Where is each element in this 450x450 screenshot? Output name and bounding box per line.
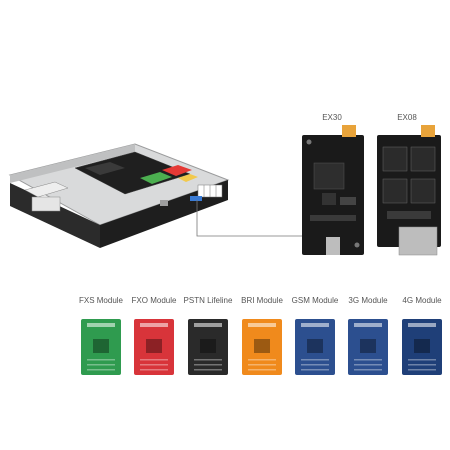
4g-module-label: 4G Module [402, 296, 442, 305]
chassis-back-wall [10, 144, 135, 183]
fan-grill [31, 196, 61, 212]
3g-module-label: 3G Module [348, 296, 388, 305]
3g-module-card [348, 319, 388, 375]
gsm-module-label: GSM Module [291, 296, 339, 305]
module-circuitry [87, 323, 115, 371]
connector-line [196, 200, 303, 237]
ex30-label: EX30 [322, 113, 342, 122]
fxo-module-label: FXO Module [131, 296, 177, 305]
pstn-lifeline-card [188, 319, 228, 375]
fxo-module-card [134, 319, 174, 375]
pbx-device-image: Yeastar [8, 143, 230, 248]
module-circuitry [194, 323, 222, 371]
fxs-module-label: FXS Module [78, 296, 124, 305]
ex08-board-image [377, 125, 441, 256]
bri-module-card [242, 319, 282, 375]
module-circuitry [408, 323, 436, 371]
fxs-module-card [81, 319, 121, 375]
board-module-red [162, 165, 192, 176]
board-chip [85, 162, 125, 175]
brand-logo: Yeastar [39, 231, 65, 248]
bri-module-label: BRI Module [241, 296, 283, 305]
usb-port [160, 200, 168, 206]
module-circuitry [301, 323, 329, 371]
gsm-module-card [295, 319, 335, 375]
board-module-green [140, 172, 172, 184]
ex08-label: EX08 [397, 113, 417, 122]
power-supply [24, 181, 69, 198]
module-circuitry [248, 323, 276, 371]
expansion-slot-highlight [190, 196, 202, 201]
ethernet-ports [197, 184, 223, 198]
board-module-yellow [178, 174, 198, 182]
module-circuitry [140, 323, 168, 371]
module-circuitry [354, 323, 382, 371]
4g-module-card [402, 319, 442, 375]
pstn-lifeline-label: PSTN Lifeline [183, 296, 233, 305]
ex30-board-image [302, 125, 364, 255]
